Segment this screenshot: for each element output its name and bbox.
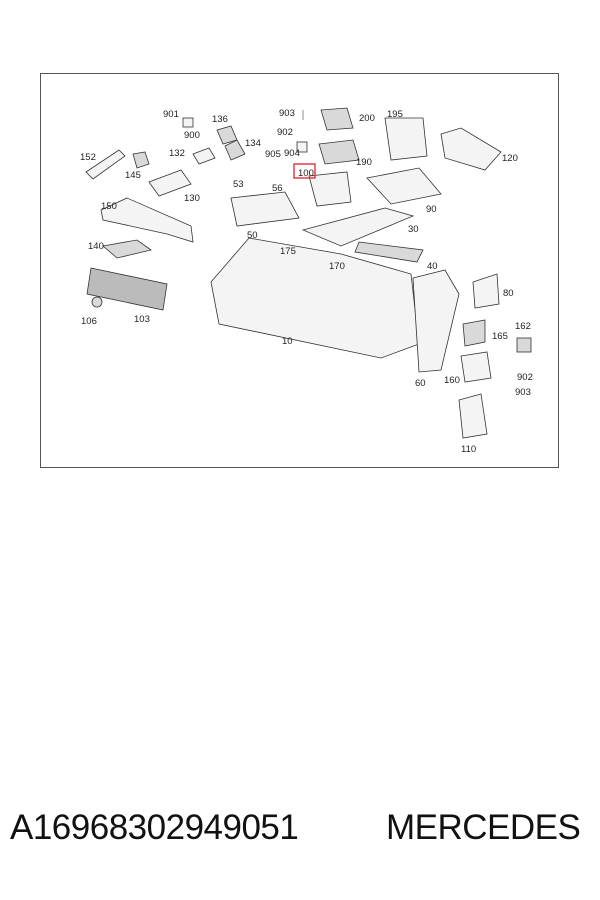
callout-175: 175 [280, 246, 296, 257]
caption: A16968302949051 MERCEDES [0, 808, 600, 858]
callout-195: 195 [387, 109, 403, 120]
callout-10: 10 [282, 336, 293, 347]
callout-132: 132 [169, 148, 185, 159]
part-162-cap [516, 337, 532, 353]
callout-110: 110 [461, 444, 476, 455]
callout-200: 200 [359, 113, 375, 124]
part-30-frame [301, 207, 415, 247]
callout-134: 134 [245, 138, 261, 149]
callout-30: 30 [408, 224, 419, 235]
brand-name: MERCEDES [386, 808, 581, 847]
part-190-insert [318, 139, 360, 165]
callout-106: 106 [81, 316, 97, 327]
callout-902-b: 902 [277, 127, 293, 138]
callout-150: 150 [101, 201, 117, 212]
part-60-panel [412, 269, 460, 373]
callout-100: 100 [298, 168, 314, 179]
part-160-tray [460, 351, 492, 383]
part-number: A16968302949051 [10, 808, 299, 847]
part-134-switch [224, 139, 246, 161]
callout-901: 901 [163, 109, 179, 120]
callout-162: 162 [515, 321, 531, 332]
callout-903-b: 903 [515, 387, 531, 398]
callout-90: 90 [426, 204, 437, 215]
part-901-clip [182, 117, 194, 128]
callout-165: 165 [492, 331, 508, 342]
callout-50: 50 [247, 230, 258, 241]
part-152-trim [85, 149, 126, 180]
part-50-storage [230, 191, 300, 227]
part-100-cupholder [308, 171, 352, 207]
callout-130: 130 [184, 193, 200, 204]
highlight-box [293, 163, 316, 179]
callout-136: 136 [212, 114, 228, 125]
part-165-insert [462, 319, 486, 347]
part-106-fastener [91, 296, 103, 308]
part-200-holder [320, 107, 354, 131]
callout-140: 140 [88, 241, 104, 252]
callout-60: 60 [415, 378, 426, 389]
callout-903: 903 [279, 108, 295, 119]
part-80-flap [472, 273, 500, 309]
part-132-tray [192, 147, 216, 165]
callout-170: 170 [329, 261, 345, 272]
part-145-clip [132, 151, 150, 169]
part-90-armrest [366, 167, 442, 205]
callout-80: 80 [503, 288, 514, 299]
part-150-bezel [100, 197, 194, 243]
callout-40: 40 [427, 261, 438, 272]
part-195-cupholder [384, 117, 428, 161]
callout-56: 56 [272, 183, 283, 194]
callout-152: 152 [80, 152, 96, 163]
callout-103: 103 [134, 314, 150, 325]
callout-904: 904 [284, 148, 300, 159]
part-40-pad [354, 241, 424, 263]
part-110-base [458, 393, 488, 439]
part-130-bin [148, 169, 192, 197]
callout-900: 900 [184, 130, 200, 141]
part-103-net [86, 267, 168, 311]
part-902-nut [296, 141, 308, 153]
callout-120: 120 [502, 153, 518, 164]
part-140-mat [102, 239, 152, 259]
callout-160: 160 [444, 375, 460, 386]
callout-53: 53 [233, 179, 244, 190]
callout-905: 905 [265, 149, 281, 160]
callout-145: 145 [125, 170, 141, 181]
callout-902: 902 [517, 372, 533, 383]
part-120-cover [440, 127, 502, 171]
callout-190: 190 [356, 157, 372, 168]
